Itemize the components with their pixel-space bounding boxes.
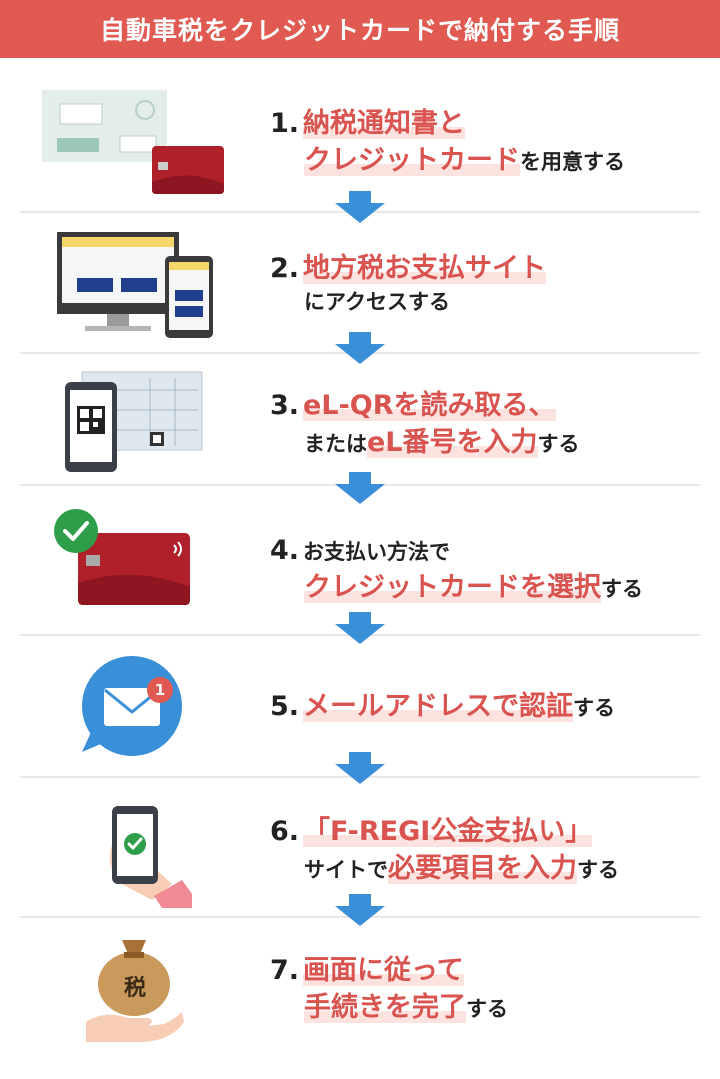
page-title: 自動車税をクレジットカードで納付する手順 xyxy=(0,0,720,58)
step-4: 4.お支払い方法でクレジットカードを選択する xyxy=(270,535,643,603)
step-2: 2.地方税お支払サイトにアクセスする xyxy=(270,253,547,314)
highlighted-text: 「F-REGI公金支払い」 xyxy=(303,816,593,847)
notification-badge: 1 xyxy=(154,681,166,699)
step-7: 7.画面に従って手続きを完了する xyxy=(270,955,508,1023)
credit-card-check-icon xyxy=(54,509,190,605)
step-3: 3.eL-QRを読み取る、またはeL番号を入力する xyxy=(270,390,580,458)
highlighted-text: 手続きを完了 xyxy=(304,992,466,1023)
down-arrow-icon xyxy=(335,332,385,364)
step-text: する xyxy=(601,577,643,601)
highlighted-text: メールアドレスで認証 xyxy=(303,691,574,722)
highlighted-text: eL番号を入力 xyxy=(367,427,538,458)
tax-notice-and-credit-card-icon xyxy=(42,90,224,194)
step-number: 7. xyxy=(270,955,300,986)
step-5: 5.メールアドレスで認証する xyxy=(270,691,616,722)
down-arrow-icon xyxy=(335,894,385,926)
highlighted-text: クレジットカード xyxy=(304,145,520,176)
step-text: する xyxy=(573,696,616,720)
step-6: 6.「F-REGI公金支払い」サイトで必要項目を入力する xyxy=(270,816,619,884)
step-1: 1.納税通知書とクレジットカードを用意する xyxy=(270,108,625,176)
tax-bag-label: 税 xyxy=(123,976,146,1001)
step-number: 5. xyxy=(270,691,300,722)
highlighted-text: 画面に従って xyxy=(303,955,464,986)
down-arrow-icon xyxy=(335,472,385,504)
step-text: サイトで xyxy=(304,858,388,882)
step-text: または xyxy=(304,432,367,456)
step-text: する xyxy=(577,858,619,882)
tax-money-bag-icon xyxy=(86,940,184,1042)
down-arrow-icon xyxy=(335,752,385,784)
email-notification-icon xyxy=(82,656,182,756)
desktop-and-smartphone-icon xyxy=(57,232,213,338)
down-arrow-icon xyxy=(335,191,385,223)
step-number: 6. xyxy=(270,816,300,847)
smartphone-in-hand-icon xyxy=(110,806,192,908)
step-number: 2. xyxy=(270,253,300,284)
highlighted-text: 納税通知書と xyxy=(303,108,466,139)
step-number: 1. xyxy=(270,108,300,139)
step-text: お支払い方法で xyxy=(303,540,451,564)
step-text: する xyxy=(466,997,508,1021)
step-number: 4. xyxy=(270,535,300,566)
highlighted-text: 必要項目を入力 xyxy=(388,853,577,884)
highlighted-text: 地方税お支払サイト xyxy=(303,253,547,284)
step-text: する xyxy=(537,432,580,456)
step-text: を用意する xyxy=(520,150,625,174)
highlighted-text: クレジットカードを選択 xyxy=(304,572,601,603)
qr-code-scan-icon xyxy=(65,371,203,472)
step-text: にアクセスする xyxy=(304,290,450,314)
down-arrow-icon xyxy=(335,612,385,644)
highlighted-text: eL-QRを読み取る、 xyxy=(303,390,556,421)
step-number: 3. xyxy=(270,390,300,421)
